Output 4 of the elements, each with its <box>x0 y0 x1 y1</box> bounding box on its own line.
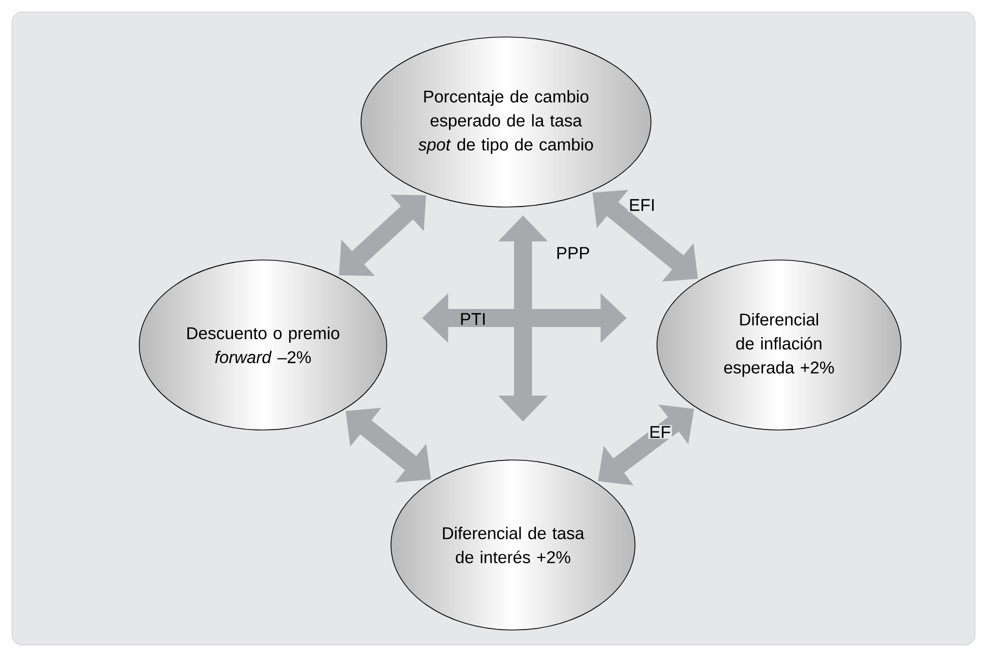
edge-label: EFI <box>628 198 656 212</box>
edge-label: PTI <box>458 312 488 326</box>
edge-label: PPP <box>555 246 592 260</box>
edge-label: EF <box>648 425 672 439</box>
